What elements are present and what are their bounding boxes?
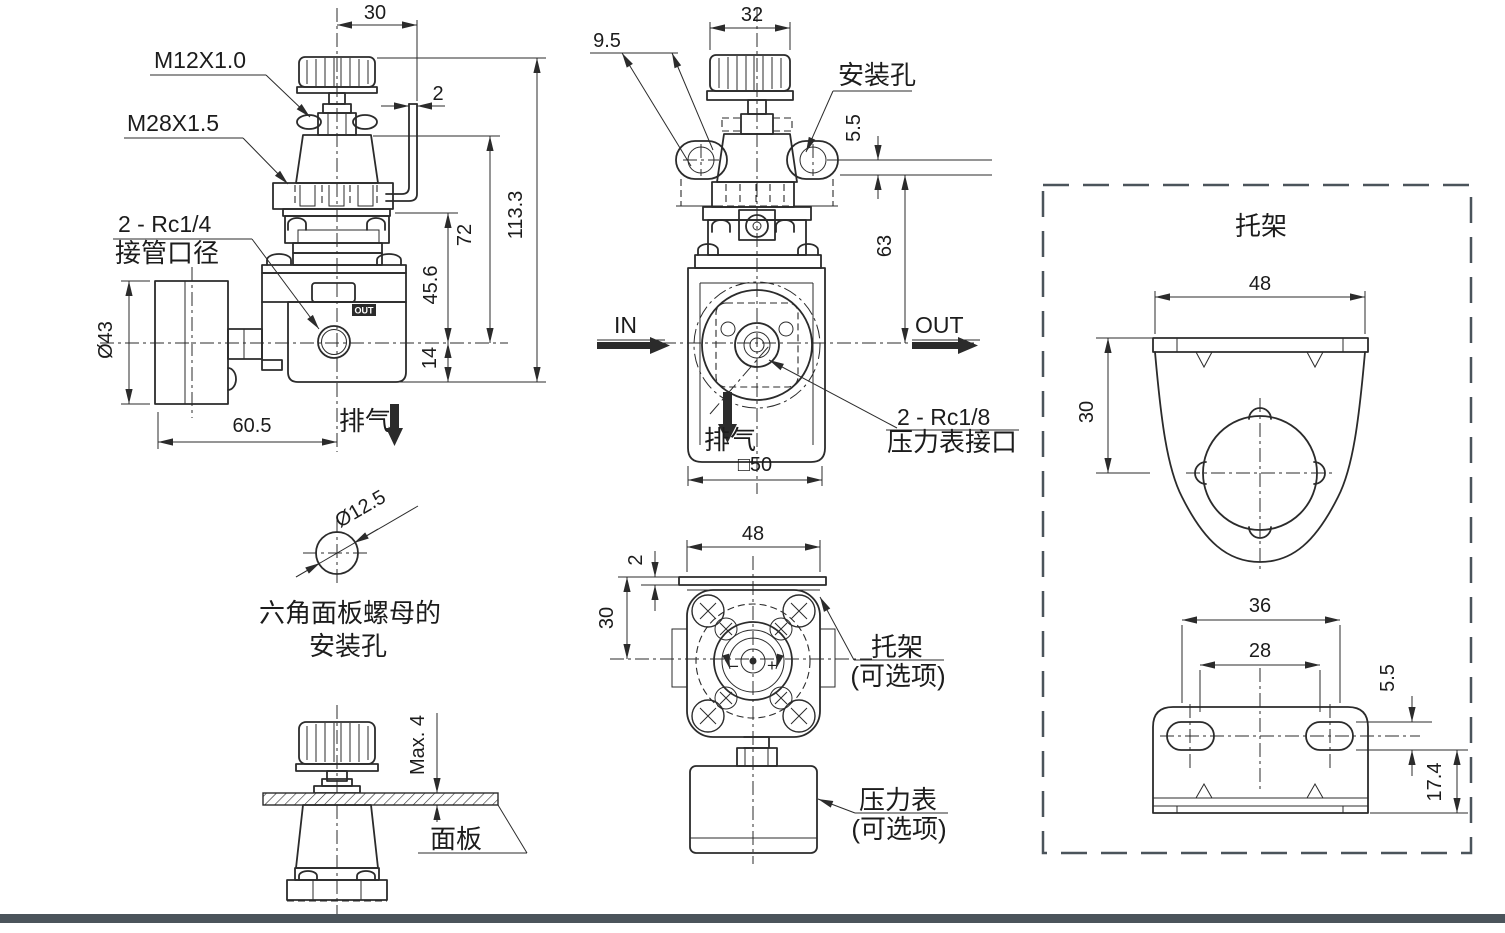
out-arrow: [912, 337, 978, 354]
side-exhaust: 排气: [704, 392, 756, 455]
bracket-box: 托架 48 30: [1041, 183, 1473, 855]
label-out: OUT: [915, 312, 964, 338]
label-rc18-caption: 压力表接口: [887, 427, 1017, 457]
flow-labels: IN OUT: [597, 312, 980, 354]
dim-60-5: 60.5: [233, 415, 272, 437]
label-panel: 面板: [430, 824, 482, 854]
bottom-dimensions: 48 2 30: [596, 523, 821, 659]
bracket-box-border: [1041, 183, 1473, 855]
bottom-callouts: 托架 (可选项) 压力表 (可选项): [817, 596, 948, 844]
dim-gauge-dia: Ø43: [95, 321, 117, 359]
side-spring-housing: [694, 209, 822, 269]
label-gauge-opt: 压力表: [859, 785, 937, 815]
bottom-view: − + 48 2 30: [596, 523, 948, 864]
panel-regulator-body: [286, 804, 388, 902]
dim-30-bracket: 30: [1076, 401, 1098, 423]
bracket-front-view: 48 30: [1076, 273, 1369, 570]
out-badge-box: [352, 304, 376, 316]
label-exhaust-side: 排气: [704, 425, 756, 455]
label-hex-caption1: 六角面板螺母的: [259, 598, 441, 628]
dim-48-bottom: 48: [742, 523, 764, 545]
label-rc14: 2 - Rc1/4: [118, 211, 212, 237]
bottom-gauge: [689, 736, 818, 854]
panel-callout: 面板: [418, 804, 528, 854]
dim-5-5-side: 5.5: [843, 114, 865, 142]
side-adjust-knob: [706, 54, 794, 135]
dim-28: 28: [1249, 640, 1271, 662]
side-body: [687, 267, 826, 463]
dim-9-5: 9.5: [593, 30, 621, 52]
dim-30: 30: [364, 2, 386, 24]
label-gauge-opt2: (可选项): [851, 814, 946, 844]
label-rc14-caption: 接管口径: [115, 238, 219, 268]
front-spring-housing: [261, 215, 407, 274]
dim-113-3: 113.3: [505, 191, 527, 240]
bracket-box-title: 托架: [1235, 211, 1287, 241]
front-bonnet: [272, 134, 394, 217]
label-rc18: 2 - Rc1/8: [897, 404, 990, 430]
bottom-body: − +: [671, 589, 836, 738]
label-m12: M12X1.0: [154, 47, 246, 73]
dim-45-6: 45.6: [420, 266, 442, 305]
front-pressure-gauge: [154, 280, 237, 405]
front-dimensions: 30 2 113.3 72 45.6 14 Ø43 60.5: [95, 2, 546, 449]
dim-14: 14: [419, 347, 441, 369]
panel-view: Ø12.5 六角面板螺母的 安装孔: [259, 486, 528, 915]
label-plus: +: [767, 656, 777, 675]
dim-48-bracket: 48: [1249, 273, 1271, 295]
panel-plate: [262, 792, 499, 806]
gauge-port-callout: 2 - Rc1/8 压力表接口: [768, 359, 1019, 457]
label-mount-hole: 安装孔: [838, 60, 916, 90]
side-view: 排气 32 9.5 安装孔 5.5 63 □50: [590, 4, 1019, 494]
exhaust-arrow-side: [718, 424, 737, 443]
dim-5-5-bracket: 5.5: [1377, 664, 1399, 692]
dim-2: 2: [432, 83, 443, 105]
bracket-base-view: 36 28 5.5 17.4: [1152, 595, 1468, 814]
in-arrow: [597, 337, 670, 354]
exhaust-arrow-front: [386, 428, 403, 446]
dim-72: 72: [454, 224, 476, 246]
label-hex-caption2: 安装孔: [309, 631, 387, 661]
dim-2-bottom: 2: [625, 554, 647, 565]
label-minus: −: [729, 657, 739, 676]
side-dimensions: 32 9.5 安装孔 5.5 63 □50: [590, 4, 992, 486]
dim-63: 63: [874, 235, 896, 257]
front-labels: M12X1.0 M28X1.5 2 - Rc1/4 接管口径 排气: [113, 47, 403, 446]
dim-36: 36: [1249, 595, 1271, 617]
panel-knob: [295, 721, 379, 794]
label-m28: M28X1.5: [127, 110, 219, 136]
footer-divider-bar: [0, 914, 1505, 923]
panel-hole-detail: Ø12.5 六角面板螺母的 安装孔: [259, 486, 441, 661]
dim-max-4: Max. 4: [407, 715, 429, 775]
label-bracket-opt2: (可选项): [850, 661, 945, 691]
dim-30-bottom: 30: [596, 607, 618, 629]
label-bracket-opt: 托架: [871, 632, 923, 662]
dim-17-4: 17.4: [1424, 763, 1446, 802]
dim-32: 32: [741, 4, 763, 26]
dim-square-50: □50: [738, 454, 772, 476]
panel-dimensions: Max. 4: [407, 713, 441, 822]
out-badge-label: OUT: [355, 306, 375, 316]
label-exhaust-front: 排气: [339, 406, 391, 436]
label-in: IN: [614, 312, 637, 338]
front-mounting-bracket: [385, 103, 418, 202]
front-view: OUT 30 2 113.3 72 45.6: [95, 2, 546, 452]
dim-12-5: Ø12.5: [332, 486, 390, 532]
front-body: OUT: [227, 272, 407, 383]
